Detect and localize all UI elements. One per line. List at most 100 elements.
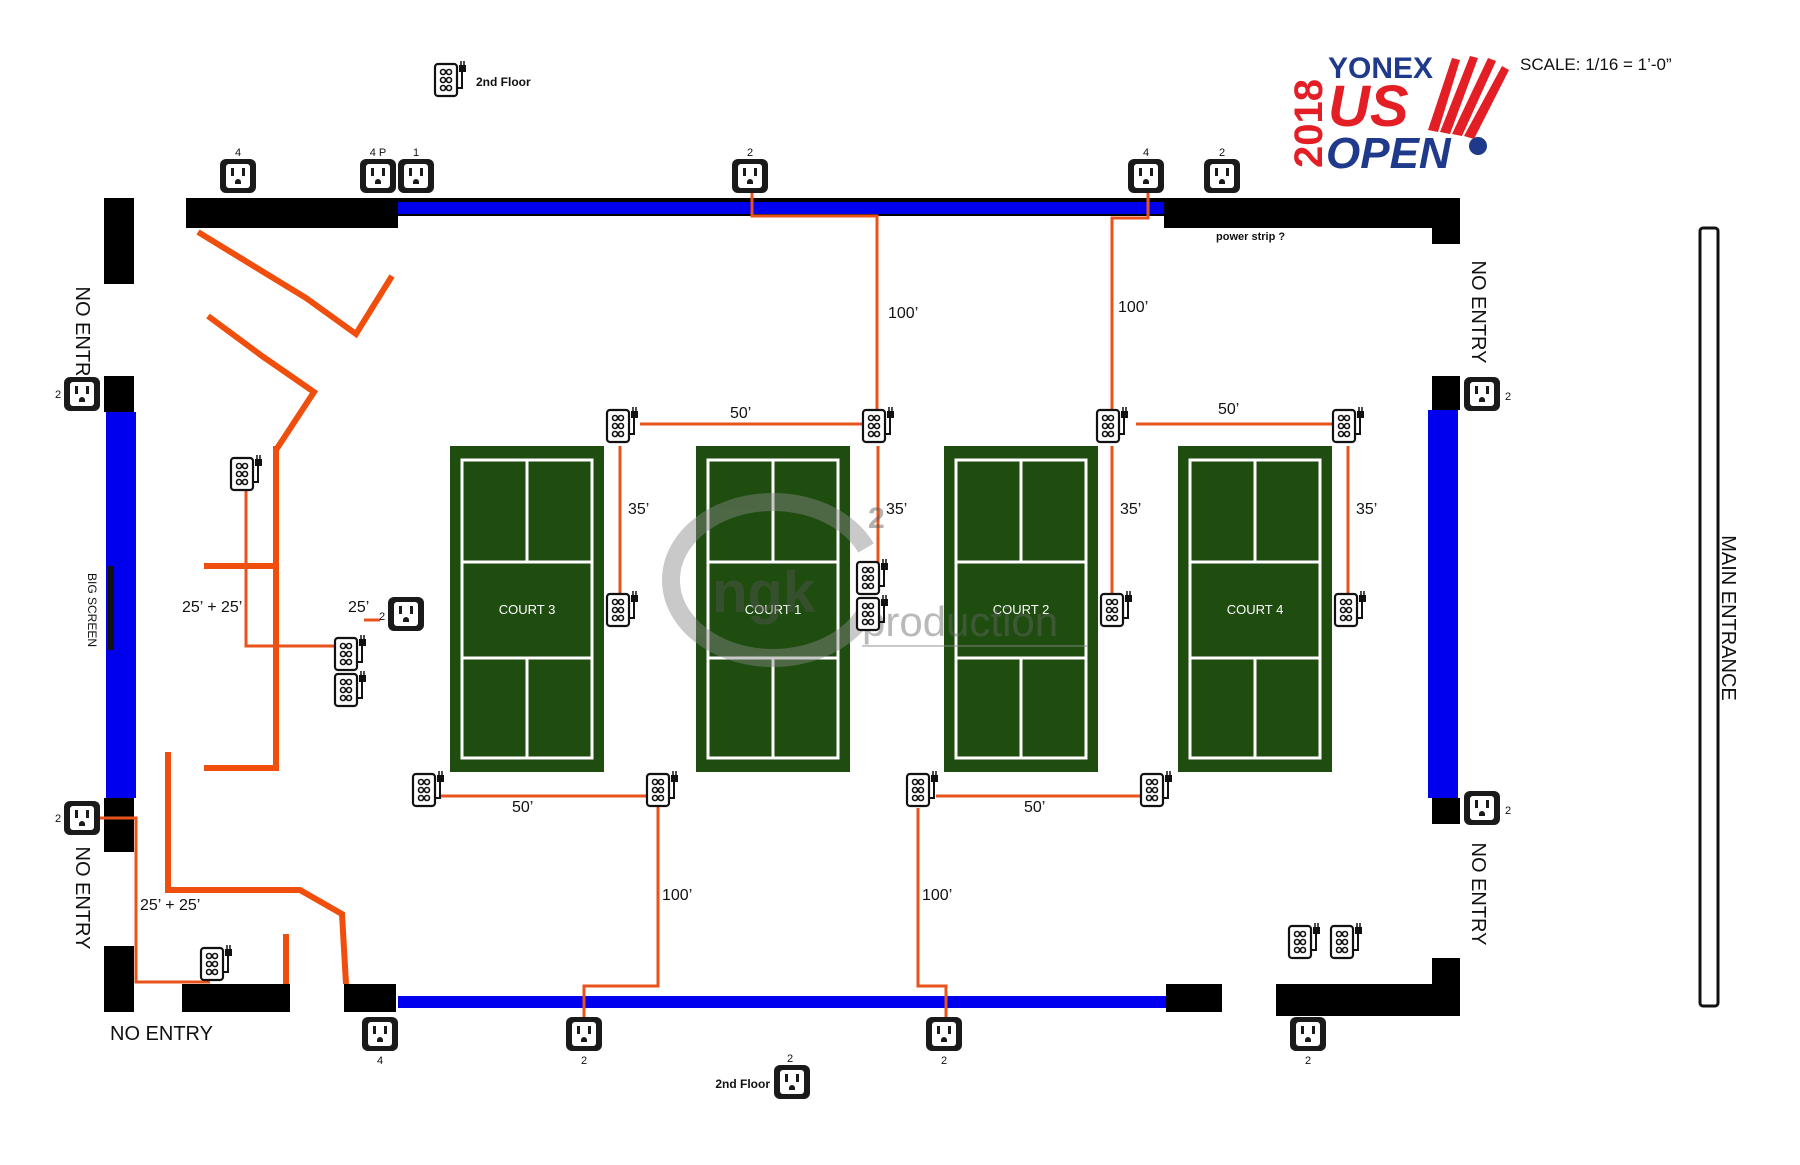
wall-outlet-icon <box>1204 159 1240 193</box>
big-screen <box>108 566 114 650</box>
court-2: COURT 2 <box>944 446 1098 772</box>
barrier-bottom-left <box>165 752 349 985</box>
wall-outlet-icon <box>1128 159 1164 193</box>
no-entry-left-bottom: NO ENTRY <box>71 847 93 950</box>
outlet-count-top-6: 2 <box>1219 147 1225 159</box>
court-3: COURT 3 <box>450 446 604 772</box>
wall-outlet-icon <box>1464 791 1500 825</box>
power-strip-icon <box>199 943 234 982</box>
outlet-count-bottom-4: 2 <box>1305 1055 1311 1067</box>
shuttlecock-icon <box>1428 56 1509 155</box>
outlet-count-2nd-floor: 2 <box>787 1053 793 1065</box>
scale-label: SCALE: 1/16 = 1’-0” <box>1520 55 1672 74</box>
wall-bottom-left-stub <box>344 984 396 1012</box>
power-strip-icon <box>433 59 468 98</box>
outlet-count-right-2: 2 <box>1505 805 1511 817</box>
outlet-count-right-1: 2 <box>1505 391 1511 403</box>
wall-left-upper-jamb <box>104 376 134 412</box>
power-strip-icon <box>645 769 680 808</box>
watermark-superscript: 2 <box>868 502 885 535</box>
watermark-mark: ngk <box>712 560 816 625</box>
court-4-label: COURT 4 <box>1227 602 1284 617</box>
main-entrance-label: MAIN ENTRANCE <box>1717 535 1739 701</box>
power-strip-icon <box>855 557 890 596</box>
cable-bottom-right-100 <box>916 808 948 1024</box>
barrier-top-left-a <box>196 229 395 339</box>
wall-outlet-icon <box>64 377 100 411</box>
main-entrance-door <box>1698 226 1720 1008</box>
court-3-label: COURT 3 <box>499 602 556 617</box>
no-entry-right-bottom: NO ENTRY <box>1467 843 1489 946</box>
window-bottom <box>398 996 1166 1008</box>
distance-bottom-left-25x2: 25’ + 25’ <box>140 897 200 914</box>
distance-court3-35: 35’ <box>628 501 649 518</box>
distance-top-right-100: 100’ <box>1118 299 1148 316</box>
court-1: COURT 1 <box>696 446 850 772</box>
wall-left-corner-bottom <box>104 946 134 1012</box>
wall-right-corner-top <box>1432 226 1460 244</box>
wall-outlet-icon <box>362 1017 398 1051</box>
wall-outlet-icon <box>64 801 100 835</box>
wall-top-right <box>1164 198 1460 228</box>
power-strip-icon <box>1333 589 1368 628</box>
wall-outlet-icon <box>732 159 768 193</box>
no-entry-left-top: NO ENTRY <box>71 287 93 390</box>
power-strip-icon <box>411 769 446 808</box>
yonex-us-open-logo: YONEX 2018 US OPEN <box>1287 52 1509 178</box>
distance-left-25: 25’ <box>348 599 369 616</box>
logo-brand: YONEX <box>1328 52 1433 85</box>
distance-court1-35: 35’ <box>886 501 907 518</box>
power-strip-icon <box>1287 921 1322 960</box>
outlet-count-left-1: 2 <box>55 389 61 401</box>
wall-outlet-icon <box>220 159 256 193</box>
ngk2-production-watermark: ngk 2 production <box>661 493 1088 667</box>
outlet-count-left-2: 2 <box>55 813 61 825</box>
outlet-count-bottom-1: 4 <box>377 1055 383 1067</box>
power-strip-icon <box>605 589 640 628</box>
no-entry-right-top: NO ENTRY <box>1467 261 1489 364</box>
barrier-left-vertical <box>204 446 279 771</box>
distance-top-left-50: 50’ <box>730 405 751 422</box>
watermark-word: production <box>862 598 1058 645</box>
cable-left-25x2 <box>244 476 334 648</box>
power-strip-icon <box>1331 405 1366 444</box>
cable-bottom-left-25x2 <box>100 816 210 984</box>
distance-top-right-50: 50’ <box>1218 401 1239 418</box>
barrier-top-left-b <box>206 313 319 452</box>
distance-labels: 100’ 100’ 50’ 50’ 35’ 35’ 35’ 35’ 50’ 50… <box>140 299 1377 914</box>
wall-right-lower-jamb <box>1432 798 1460 824</box>
wall-outlet-icon <box>774 1065 810 1099</box>
wall-outlet-icon <box>926 1017 962 1051</box>
outlet-count-top-3: 1 <box>413 147 419 159</box>
distance-left-25x2: 25’ + 25’ <box>182 599 242 616</box>
window-top <box>398 202 1164 214</box>
power-strip-icon <box>605 405 640 444</box>
wall-outlet-icon <box>398 159 434 193</box>
wall-outlet-icon <box>388 597 424 631</box>
court-2-label: COURT 2 <box>993 602 1050 617</box>
big-screen-label: BIG SCREEN <box>85 573 99 647</box>
outlet-count-bottom-3: 2 <box>941 1055 947 1067</box>
cable-top-left-100 <box>750 178 879 424</box>
cable-top-right-100 <box>1110 178 1150 424</box>
outlet-count-bottom-2: 2 <box>581 1055 587 1067</box>
wall-outlet-icon <box>1464 377 1500 411</box>
logo-event-bottom: OPEN <box>1326 129 1452 178</box>
distance-court4-35: 35’ <box>1356 501 1377 518</box>
wall-bottom-right-stub <box>1166 984 1222 1012</box>
wall-right-upper-jamb <box>1432 376 1460 410</box>
wall-top-left <box>186 198 398 228</box>
outlet-count-top-5: 4 <box>1143 147 1149 159</box>
power-strip-icon <box>1329 921 1364 960</box>
wall-left-lower-jamb <box>104 798 134 852</box>
outlet-count-labels: 4 4 P 1 2 4 2 2 2 2 2 2 4 2 2 2 2 <box>55 147 1511 1067</box>
power-strip-icon <box>1139 769 1174 808</box>
power-strip-icon <box>1099 589 1134 628</box>
power-strip-icon <box>905 769 940 808</box>
power-strip-icon <box>1095 405 1130 444</box>
power-strip-icon <box>861 405 896 444</box>
outlet-count-top-1: 4 <box>235 147 241 159</box>
wall-bottom-right <box>1276 984 1460 1016</box>
outlet-count-top-2: 4 P <box>370 147 387 159</box>
